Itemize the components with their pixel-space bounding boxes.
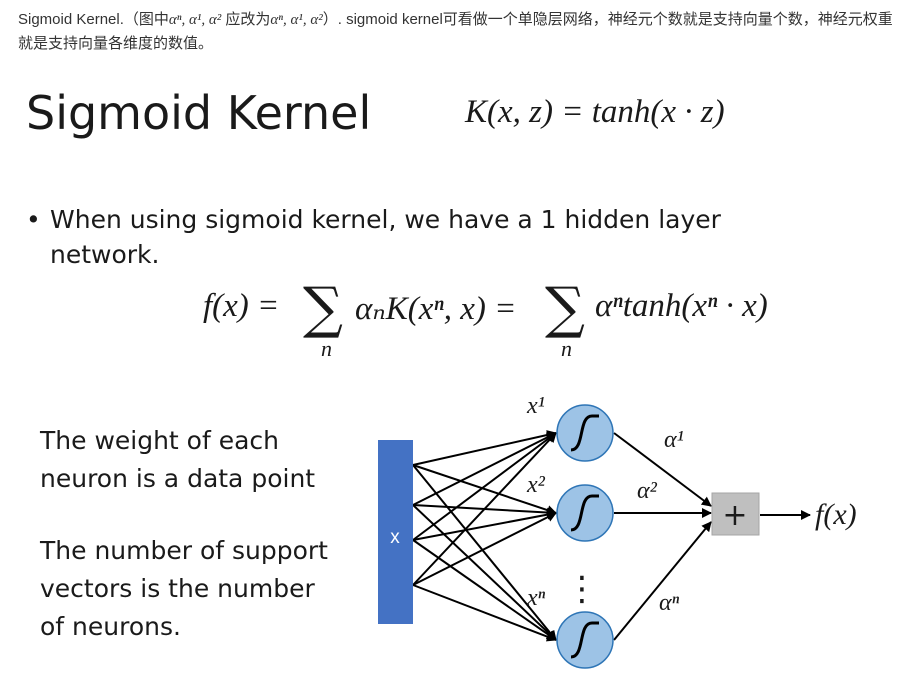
kernel-equation: K(x, z) = tanh(x · z) xyxy=(465,94,725,130)
edge-in-3 xyxy=(412,464,557,641)
sigmoid-curve-icon xyxy=(570,621,599,659)
edge-out-1 xyxy=(613,432,712,507)
edge-in-10 xyxy=(412,432,557,586)
caption-note: Sigmoid Kernel.（图中αⁿ, α¹, α² 应改为αⁿ, α¹, … xyxy=(18,8,898,56)
input-connections xyxy=(412,430,557,642)
support-text: The number of support vectors is the num… xyxy=(40,532,360,646)
neuron-1 xyxy=(556,404,614,462)
bullet-item: • When using sigmoid kernel, we have a 1… xyxy=(26,202,786,272)
note-alpha-new: αⁿ, α¹, α² xyxy=(270,12,323,28)
sum-symbol-1: ∑ xyxy=(303,276,343,341)
neuron-label-1: x¹ xyxy=(526,393,545,419)
neuron-2 xyxy=(556,484,614,542)
edge-in-11 xyxy=(412,512,557,586)
fx-term2: αⁿtanh(xⁿ · x) xyxy=(595,288,768,324)
weight-label-1: α¹ xyxy=(664,427,684,453)
sum-node xyxy=(711,492,760,536)
weight-label-n: αⁿ xyxy=(659,590,680,616)
neuron-n xyxy=(556,611,614,669)
edge-in-4 xyxy=(412,432,557,506)
sum-index-2: n xyxy=(561,336,572,361)
bullet-dot-icon: • xyxy=(26,205,41,234)
support-text-line2: vectors is the number xyxy=(40,574,315,603)
fx-lhs: f(x) = xyxy=(203,288,280,324)
edge-in-2 xyxy=(412,464,557,515)
sum-index-1: n xyxy=(321,336,332,361)
input-block xyxy=(378,440,413,624)
fx-equation: f(x) = ∑ n αₙK(xⁿ, x) = ∑ n αⁿtanh(xⁿ · … xyxy=(203,276,823,366)
neuron-label-2: x² xyxy=(526,472,546,498)
input-label: x xyxy=(390,527,400,548)
sum-symbol: + xyxy=(722,498,747,533)
note-alpha-old: αⁿ, α¹, α² xyxy=(168,12,222,28)
note-middle: 应改为 xyxy=(221,11,271,28)
sum-symbol-2: ∑ xyxy=(545,276,585,341)
ellipsis-icon: ⋮ xyxy=(565,569,599,609)
output-label: f(x) xyxy=(815,498,857,531)
slide-title: Sigmoid Kernel xyxy=(26,86,372,140)
edge-in-6 xyxy=(412,504,557,641)
edge-in-8 xyxy=(412,509,557,541)
output-connections xyxy=(613,432,811,641)
edge-in-7 xyxy=(412,432,557,541)
bullet-text: When using sigmoid kernel, we have a 1 h… xyxy=(50,205,721,269)
edge-out-3 xyxy=(613,521,712,641)
support-text-line1: The number of support xyxy=(40,536,328,565)
note-suffix: ）. sigmoid kernel可看做一个单隐层网络，神经元个数就是支持向量个… xyxy=(18,11,893,52)
edge-in-12 xyxy=(412,584,557,642)
edge-in-1 xyxy=(412,430,557,466)
weight-label-2: α² xyxy=(637,478,658,504)
weight-text-line1: The weight of each xyxy=(40,426,280,455)
weight-text: The weight of each neuron is a data poin… xyxy=(40,422,360,498)
neuron-label-n: xⁿ xyxy=(526,585,546,611)
note-prefix: Sigmoid Kernel.（图中 xyxy=(18,11,169,28)
sigmoid-curve-icon xyxy=(570,414,599,452)
sigmoid-curve-icon xyxy=(570,494,599,532)
support-text-line3: of neurons. xyxy=(40,612,181,641)
weight-text-line2: neuron is a data point xyxy=(40,464,316,493)
fx-term1: αₙK(xⁿ, x) = xyxy=(355,291,517,327)
edge-in-9 xyxy=(412,539,557,641)
